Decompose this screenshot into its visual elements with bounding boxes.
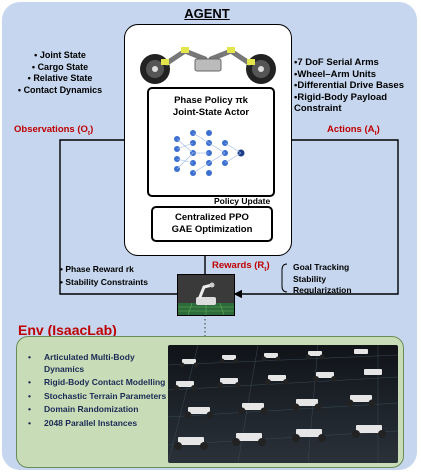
list-item: Rigid-Body Contact Modelling <box>28 377 168 389</box>
robot-pair-illustration <box>125 29 291 91</box>
ppo-box: Centralized PPO GAE Optimization <box>151 206 273 242</box>
robot-arm-icon <box>178 275 234 315</box>
actions-list: 7 DoF Serial Arms Wheel–Arm Units Differ… <box>294 57 419 115</box>
rewards-left-list: Phase Reward rk Stability Constraints <box>60 263 148 289</box>
list-item: 2048 Parallel Instances <box>28 418 168 430</box>
list-item: Articulated Multi-Body Dynamics <box>28 352 168 375</box>
ppo-subtitle: GAE Optimization <box>153 224 271 236</box>
policy-title: Phase Policy πk <box>149 95 273 107</box>
rewards-right-list: Goal Tracking Stability Regularization <box>293 262 352 297</box>
reward-bracket <box>282 264 287 292</box>
rewards-label: Rewards (Rt) <box>212 260 270 273</box>
list-item: Wheel–Arm Units <box>294 69 419 81</box>
policy-subtitle: Joint-State Actor <box>149 107 273 119</box>
simulator-thumbnail <box>177 274 235 316</box>
list-item: 7 DoF Serial Arms <box>294 57 419 69</box>
list-item: Differential Drive Bases <box>294 80 419 92</box>
list-item: Regularization <box>293 285 352 297</box>
list-item: Cargo State <box>14 62 106 74</box>
list-item: Stability <box>293 274 352 286</box>
agent-title: AGENT <box>124 6 290 21</box>
actions-label: Actions (At) <box>327 124 380 137</box>
phase-policy-box: Phase Policy πk Joint-State Actor <box>147 87 275 197</box>
env-list: Articulated Multi-Body Dynamics Rigid-Bo… <box>28 352 168 431</box>
list-item: Goal Tracking <box>293 262 352 274</box>
robot-fleet-illustration <box>168 345 398 463</box>
neural-network-icon <box>171 125 251 185</box>
list-item: Domain Randomization <box>28 404 168 416</box>
observations-list: Joint State Cargo State Relative State C… <box>14 50 106 96</box>
list-item: Relative State <box>14 73 106 85</box>
list-item: Contact Dynamics <box>14 85 106 97</box>
list-item: Stability Constraints <box>60 276 148 289</box>
parallel-instances-render <box>168 345 398 463</box>
list-item: Joint State <box>14 50 106 62</box>
list-item: Stochastic Terrain Parameters <box>28 391 168 403</box>
list-item: Phase Reward rk <box>60 263 148 276</box>
observations-label: Observations (Ot) <box>14 124 93 137</box>
ppo-title: Centralized PPO <box>153 212 271 224</box>
list-item: Rigid-Body Payload Constraint <box>294 92 419 115</box>
